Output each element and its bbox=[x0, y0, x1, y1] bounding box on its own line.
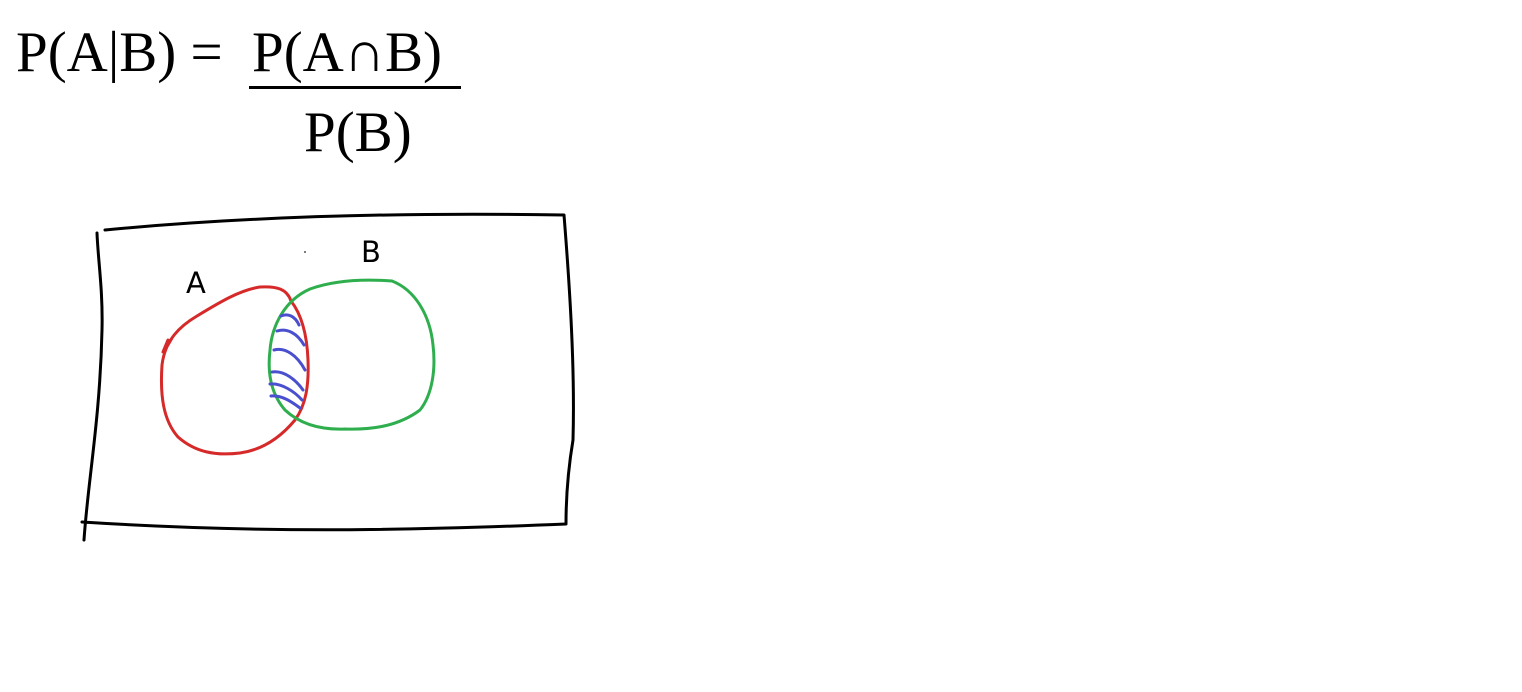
intersection-hatching bbox=[268, 313, 307, 410]
formula-numerator: P(A∩B) bbox=[252, 21, 443, 84]
set-a-circle bbox=[159, 285, 310, 456]
formula-denominator: P(B) bbox=[304, 101, 412, 164]
universe-border bbox=[80, 212, 575, 542]
set-a-label: A bbox=[186, 266, 206, 300]
fraction-bar bbox=[249, 86, 461, 89]
set-b-circle bbox=[267, 278, 436, 431]
set-b-label: B bbox=[361, 235, 381, 269]
stray-dot bbox=[304, 251, 306, 253]
formula-lhs: P(A|B) = bbox=[16, 21, 223, 84]
